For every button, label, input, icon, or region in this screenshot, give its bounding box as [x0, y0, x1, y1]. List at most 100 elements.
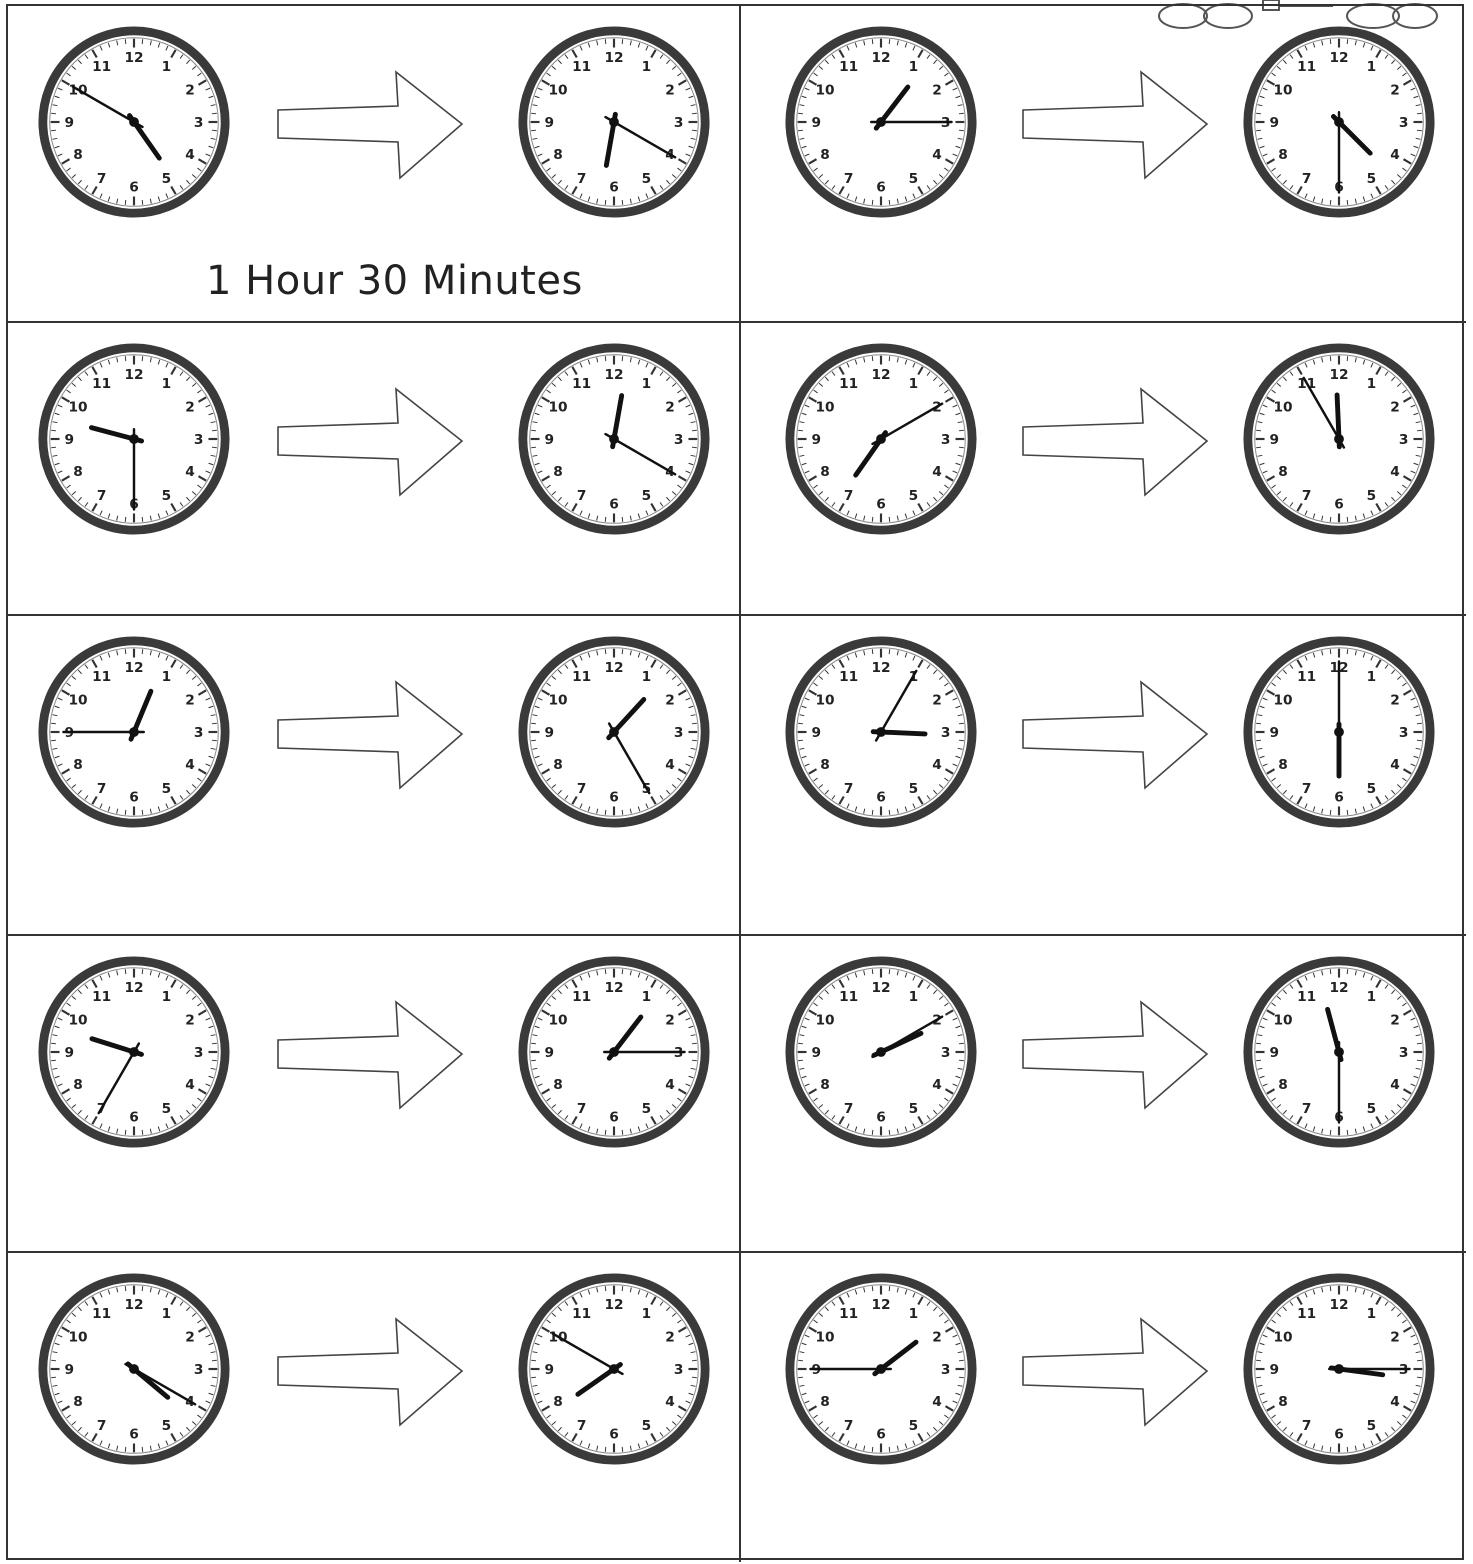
dial-number: 2: [665, 400, 675, 416]
dial-number: 2: [665, 1330, 675, 1346]
dial-number: 5: [162, 781, 172, 797]
dial-number: 10: [815, 1013, 834, 1029]
dial-number: 4: [1390, 464, 1400, 480]
dial-number: 12: [604, 980, 623, 996]
dial-number: 12: [604, 1297, 623, 1313]
dial-number: 8: [1278, 757, 1288, 773]
dial-number: 1: [909, 1306, 919, 1322]
dial-number: 4: [665, 757, 675, 773]
dial-number: 8: [1278, 1077, 1288, 1093]
dial-number: 9: [545, 115, 555, 131]
dial-number: 7: [844, 488, 854, 504]
dial-number: 1: [642, 1306, 652, 1322]
right-arrow-outline-icon: [274, 70, 466, 180]
dial-number: 5: [642, 1418, 652, 1434]
dial-number: 10: [548, 1013, 567, 1029]
dial-number: 6: [129, 790, 139, 806]
right-arrow-outline-icon: [274, 680, 466, 790]
dial-number: 6: [876, 497, 886, 513]
dial-number: 5: [1367, 171, 1377, 187]
dial-number: 6: [876, 180, 886, 196]
dial-number: 4: [932, 1394, 942, 1410]
dial-number: 12: [1329, 367, 1348, 383]
dial-number: 1: [162, 989, 172, 1005]
dial-number: 5: [162, 171, 172, 187]
dial-number: 11: [839, 59, 858, 75]
dial-number: 12: [871, 1297, 890, 1313]
dial-number: 9: [545, 432, 555, 448]
dial-number: 12: [604, 660, 623, 676]
dial-number: 10: [548, 400, 567, 416]
dial-number: 7: [1302, 1418, 1312, 1434]
dial-number: 3: [941, 725, 951, 741]
dial-number: 3: [1399, 1045, 1409, 1061]
dial-number: 2: [1390, 693, 1400, 709]
dial-number: 11: [1297, 59, 1316, 75]
dial-number: 5: [1367, 1101, 1377, 1117]
dial-number: 7: [1302, 1101, 1312, 1117]
dial-number: 5: [1367, 488, 1377, 504]
dial-number: 1: [642, 59, 652, 75]
dial-number: 8: [553, 464, 563, 480]
dial-number: 3: [194, 725, 204, 741]
dial-number: 8: [553, 147, 563, 163]
dial-number: 2: [932, 83, 942, 99]
dial-number: 8: [820, 147, 830, 163]
dial-number: 10: [1273, 1013, 1292, 1029]
dial-number: 9: [1270, 1045, 1280, 1061]
dial-number: 2: [932, 693, 942, 709]
dial-number: 6: [609, 1110, 619, 1126]
dial-number: 2: [185, 693, 195, 709]
dial-number: 1: [642, 376, 652, 392]
dial-number: 5: [909, 171, 919, 187]
dial-number: 12: [871, 660, 890, 676]
dial-number: 12: [1329, 980, 1348, 996]
dial-number: 5: [642, 488, 652, 504]
dial-number: 3: [674, 432, 684, 448]
dial-number: 6: [609, 1427, 619, 1443]
dial-number: 9: [1270, 1362, 1280, 1378]
dial-number: 10: [548, 83, 567, 99]
dial-number: 3: [941, 1045, 951, 1061]
dial-number: 12: [871, 980, 890, 996]
dial-number: 8: [553, 1077, 563, 1093]
dial-number: 4: [932, 1077, 942, 1093]
dial-number: 6: [1334, 497, 1344, 513]
dial-number: 7: [577, 1101, 587, 1117]
dial-number: 5: [162, 1101, 172, 1117]
dial-number: 5: [1367, 1418, 1377, 1434]
dial-number: 7: [97, 488, 107, 504]
dial-number: 4: [1390, 147, 1400, 163]
dial-number: 8: [553, 1394, 563, 1410]
dial-number: 8: [553, 757, 563, 773]
dial-number: 10: [68, 1013, 87, 1029]
dial-number: 6: [876, 1110, 886, 1126]
dial-number: 12: [124, 980, 143, 996]
dial-number: 11: [1297, 1306, 1316, 1322]
dial-number: 9: [1270, 115, 1280, 131]
dial-number: 2: [1390, 1013, 1400, 1029]
dial-number: 9: [65, 432, 75, 448]
dial-number: 6: [129, 1427, 139, 1443]
dial-number: 4: [185, 757, 195, 773]
dial-number: 9: [545, 1362, 555, 1378]
dial-number: 7: [97, 781, 107, 797]
dial-number: 4: [932, 464, 942, 480]
right-arrow-outline-icon: [1019, 1317, 1211, 1427]
dial-number: 10: [1273, 1330, 1292, 1346]
dial-number: 9: [65, 1362, 75, 1378]
dial-number: 11: [572, 59, 591, 75]
dial-number: 1: [1367, 59, 1377, 75]
